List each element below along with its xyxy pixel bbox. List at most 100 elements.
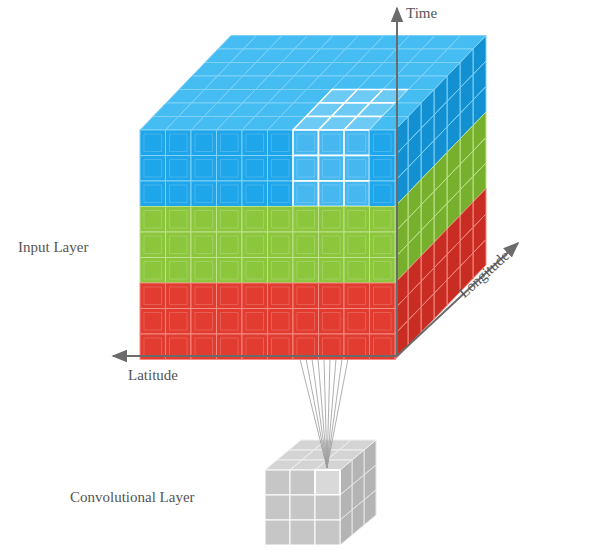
cell-bevel [323,211,341,229]
cube-cell [319,258,345,284]
conv-cube [265,440,376,545]
conv-cell [265,470,290,495]
cube-cell [268,232,294,258]
cell-bevel [246,287,264,305]
cell-bevel [170,211,188,229]
cube-cell [344,232,370,258]
cell-bevel [195,236,213,254]
cube-cell [242,283,268,309]
cube-cell [166,258,192,284]
cell-bevel [221,313,239,331]
cube-cell [166,232,192,258]
receptive-line [306,359,327,468]
cell-bevel [195,185,213,203]
cell-bevel [195,262,213,280]
cell-bevel [195,338,213,356]
cell-bevel [221,160,239,178]
cube-cell [370,181,396,207]
cell-bevel [297,338,315,356]
latitude-axis [113,355,397,357]
cube-cell [166,130,192,156]
cube-cell [242,156,268,182]
receptive-line [318,359,327,468]
cube-cell [191,309,217,335]
cube-cell [166,309,192,335]
cell-bevel [374,313,392,331]
cell-bevel [323,185,341,203]
receptive-line [312,359,327,468]
cube-cell [268,207,294,233]
cube-cell [140,232,166,258]
cell-bevel [246,185,264,203]
cell-bevel [221,287,239,305]
cube-cell [293,181,319,207]
cell-bevel [195,287,213,305]
conv-cell [340,510,352,545]
cell-bevel [374,338,392,356]
cube-cell [319,232,345,258]
cell-bevel [195,160,213,178]
cell-bevel [272,287,290,305]
cell-bevel [272,134,290,152]
cell-bevel [297,160,315,178]
cube-cell [268,156,294,182]
cell-bevel [374,160,392,178]
cell-bevel [297,287,315,305]
cube-cell [217,207,243,233]
cube-cell [242,309,268,335]
cube-cell [242,207,268,233]
cube-cell [191,130,217,156]
cube-cell [319,283,345,309]
cube-cell [242,232,268,258]
cube-cell [268,181,294,207]
cube-cell [217,181,243,207]
cube-cell [268,283,294,309]
cell-bevel [144,287,162,305]
cube-cell [293,258,319,284]
cube-cell [370,309,396,335]
conv-cell [290,520,315,545]
input-cube [140,36,486,360]
cell-bevel [374,236,392,254]
cube-cell [293,207,319,233]
cube-cell [370,232,396,258]
cube-cell [191,207,217,233]
conv-cell [315,460,352,470]
cube-cell [293,283,319,309]
cube-cell [191,258,217,284]
cell-bevel [348,160,366,178]
cell-bevel [348,236,366,254]
cell-bevel [323,313,341,331]
receptive-line [300,359,327,468]
cube-cell [293,156,319,182]
axis-label: Input Layer [18,238,88,256]
cell-bevel [272,313,290,331]
conv-cell [315,520,340,545]
cell-bevel [246,211,264,229]
cell-bevel [374,134,392,152]
cube-cell [319,181,345,207]
cell-bevel [144,236,162,254]
cell-bevel [323,236,341,254]
conv-cell [290,470,315,495]
cube-cell [140,130,166,156]
cube-cell [370,283,396,309]
cell-bevel [221,262,239,280]
cell-bevel [323,338,341,356]
cell-bevel [170,262,188,280]
cube-cell [293,309,319,335]
cell-bevel [144,160,162,178]
cell-bevel [348,134,366,152]
cube-cell [140,181,166,207]
cell-bevel [195,313,213,331]
cube-cell [319,207,345,233]
cell-bevel [348,262,366,280]
cell-bevel [348,338,366,356]
axis-label: Time [406,4,437,22]
cube-cell [293,232,319,258]
conv-cell [265,520,290,545]
cell-bevel [323,262,341,280]
cell-bevel [144,211,162,229]
cube-cell [383,103,422,117]
